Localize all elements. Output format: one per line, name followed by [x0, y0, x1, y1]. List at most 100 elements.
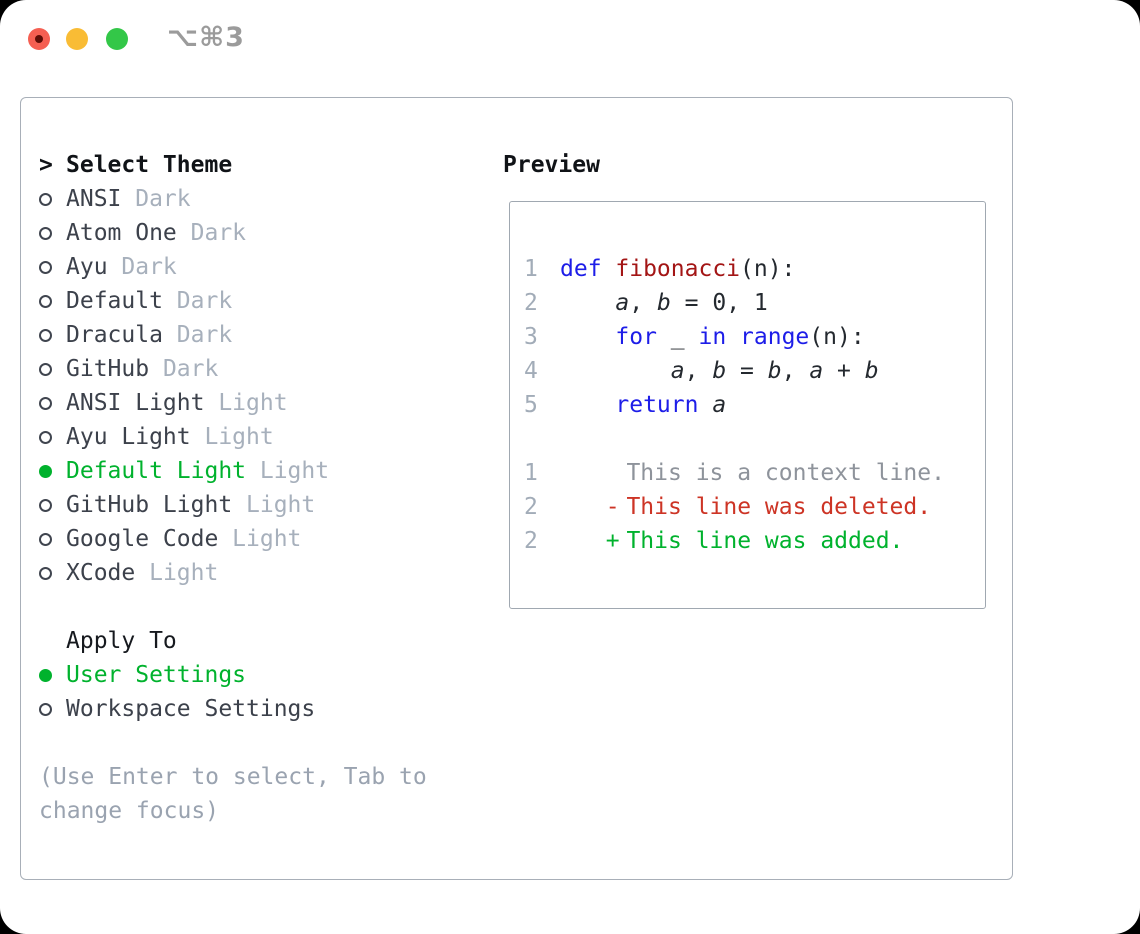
prompt-icon: >	[39, 152, 53, 178]
close-dot-icon	[35, 35, 43, 43]
code-token: a	[712, 392, 727, 418]
diff-marker: -	[605, 494, 620, 520]
apply-to-header: Apply To	[39, 624, 479, 658]
zoom-button[interactable]	[106, 28, 128, 50]
theme-name: Ayu	[66, 254, 108, 280]
radio-circle-icon	[39, 532, 52, 546]
theme-variant: Light	[246, 492, 316, 518]
radio-circle-icon	[39, 702, 52, 716]
radio-selected-icon	[39, 668, 52, 682]
code-token	[726, 324, 740, 350]
window-titlebar: ⌥⌘3	[0, 0, 1140, 97]
theme-name: ANSI	[66, 186, 122, 212]
code-line: 4 a, b = b, a + b	[524, 354, 985, 388]
theme-variant: Dark	[190, 220, 247, 246]
radio-circle-icon	[39, 294, 52, 308]
radio-circle-icon	[39, 396, 52, 410]
code-token: range	[740, 324, 810, 350]
code-token	[698, 392, 712, 418]
apply-option-label: Workspace Settings	[66, 696, 316, 722]
diff-added-line: 2 +This line was added.	[524, 524, 985, 558]
theme-variant: Dark	[135, 186, 191, 212]
line-number: 1	[524, 256, 538, 282]
preview-title: Preview	[503, 152, 600, 178]
theme-option-xcode[interactable]: XCode Light	[39, 556, 479, 590]
theme-option-atom-one-dark[interactable]: Atom One Dark	[39, 216, 479, 250]
apply-option-workspace-settings[interactable]: Workspace Settings	[39, 692, 479, 726]
theme-variant: Light	[232, 526, 302, 552]
radio-circle-icon	[39, 226, 52, 240]
panel-title: Select Theme	[66, 152, 233, 178]
code-token: b	[767, 358, 782, 384]
line-number: 3	[524, 324, 538, 350]
diff-text: This line was deleted.	[626, 494, 932, 520]
radio-circle-icon	[39, 362, 52, 376]
theme-name: GitHub Light	[66, 492, 233, 518]
line-number: 1	[524, 460, 538, 486]
theme-variant: Dark	[121, 254, 177, 280]
theme-option-github-light[interactable]: GitHub Light Light	[39, 488, 479, 522]
code-line: 3 for _ in range(n):	[524, 320, 985, 354]
line-number: 2	[524, 528, 538, 554]
radio-circle-icon	[39, 430, 52, 444]
code-token: ,	[684, 358, 713, 384]
theme-name: XCode	[66, 560, 136, 586]
theme-variant: Light	[259, 458, 330, 484]
code-token: (n):	[809, 324, 865, 350]
diff-marker: +	[605, 528, 620, 554]
theme-name: Ayu Light	[66, 424, 191, 450]
apply-option-label: User Settings	[66, 662, 247, 688]
theme-name: Default	[66, 288, 163, 314]
code-token: a	[615, 290, 630, 316]
minimize-button[interactable]	[66, 28, 88, 50]
apply-to-title: Apply To	[66, 628, 177, 654]
code-token	[560, 290, 615, 316]
theme-option-ayu-dark[interactable]: Ayu Dark	[39, 250, 479, 284]
diff-text: This line was added.	[626, 528, 904, 554]
blank-line	[524, 422, 985, 456]
help-text: (Use Enter to select, Tab to change focu…	[39, 764, 427, 824]
radio-circle-icon	[39, 566, 52, 580]
line-number: 5	[524, 392, 538, 418]
line-number: 2	[524, 290, 538, 316]
diff-text: This is a context line.	[626, 460, 945, 486]
theme-name: GitHub	[66, 356, 150, 382]
code-line: 2 a, b = 0, 1	[524, 286, 985, 320]
code-token: b	[864, 358, 879, 384]
apply-option-user-settings[interactable]: User Settings	[39, 658, 479, 692]
code-token: in	[698, 324, 727, 350]
code-token: +	[823, 358, 865, 384]
theme-variant: Light	[218, 390, 288, 416]
code-token: b	[712, 358, 727, 384]
radio-selected-icon	[39, 464, 52, 478]
diff-context-line: 1 This is a context line.	[524, 456, 985, 490]
code-token	[560, 392, 615, 418]
theme-name: Atom One	[66, 220, 177, 246]
radio-circle-icon	[39, 260, 52, 274]
theme-variant: Light	[149, 560, 219, 586]
diff-marker	[606, 456, 627, 490]
theme-variant: Dark	[176, 322, 233, 348]
code-token	[560, 358, 671, 384]
theme-option-ansi-dark[interactable]: ANSI Dark	[39, 182, 479, 216]
theme-option-github-dark[interactable]: GitHub Dark	[39, 352, 479, 386]
code-token: ,	[629, 290, 657, 316]
code-token: a	[670, 358, 685, 384]
code-token: =	[726, 358, 768, 384]
code-token: (n):	[740, 256, 796, 282]
theme-variant: Dark	[162, 356, 219, 382]
window-shortcut-label: ⌥⌘3	[167, 22, 245, 53]
code-token	[560, 324, 615, 350]
close-button[interactable]	[28, 28, 50, 50]
